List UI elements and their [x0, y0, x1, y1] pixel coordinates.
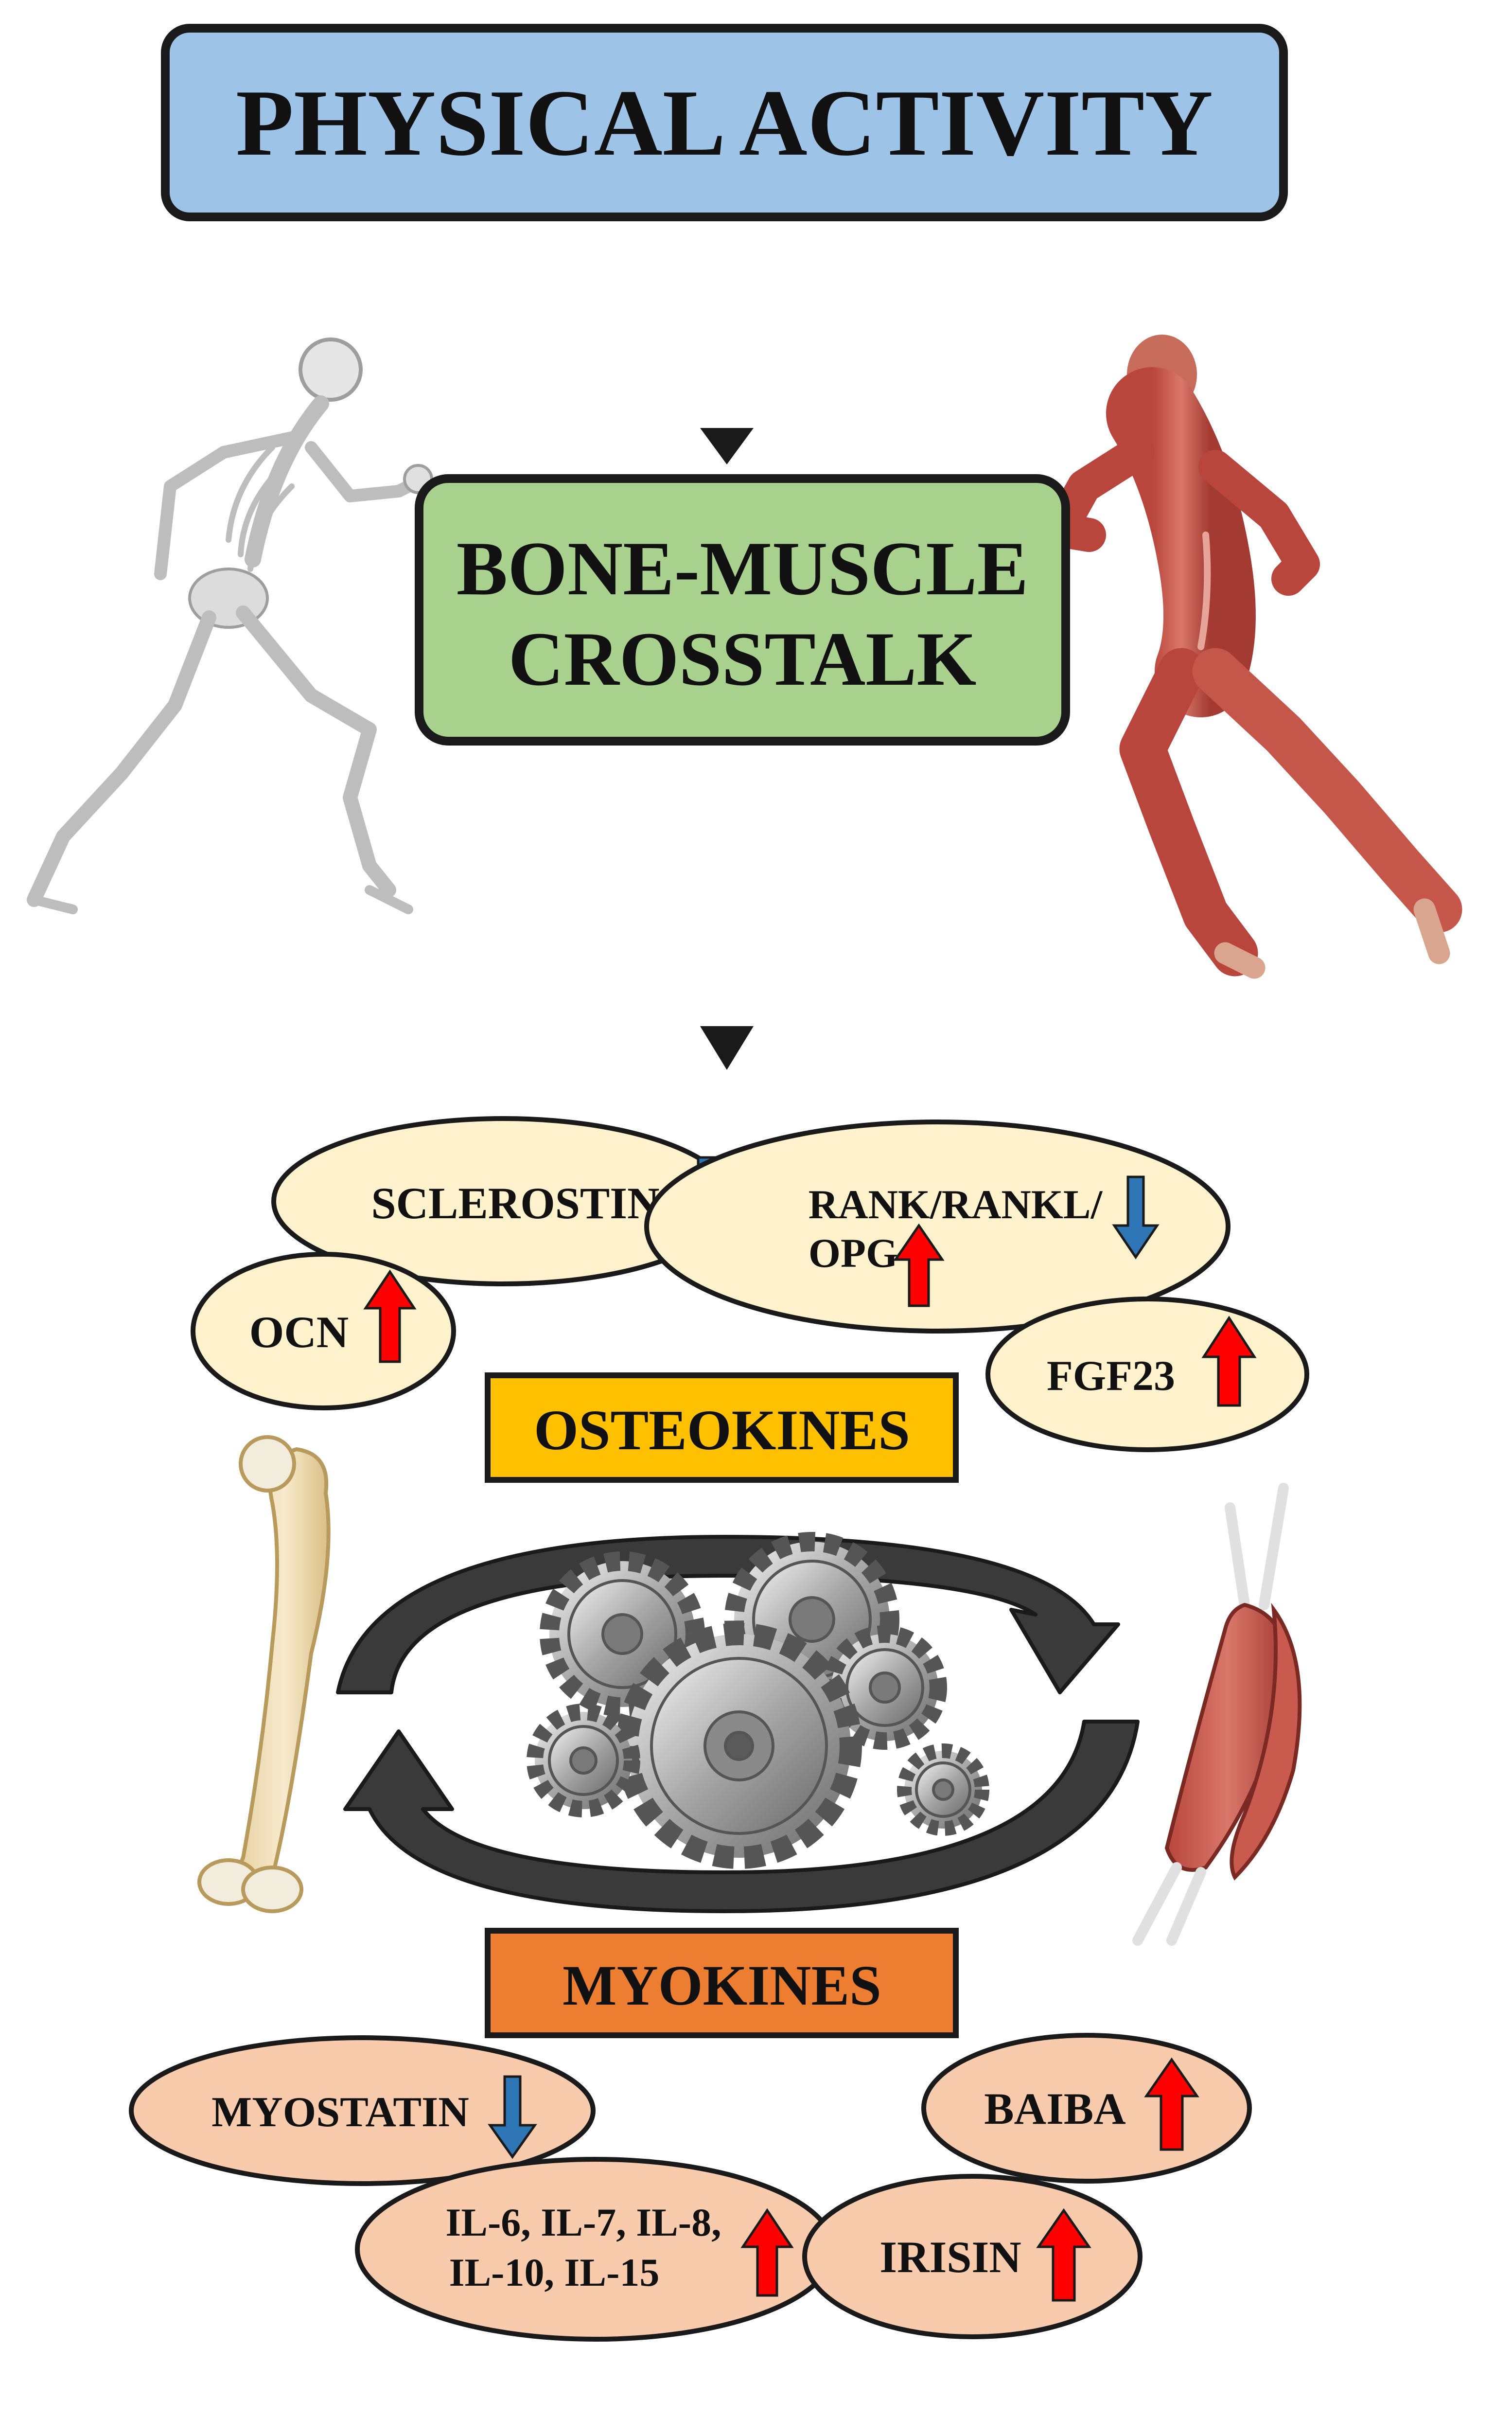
- muscle-runner-icon: [1043, 335, 1462, 979]
- myokines-label: MYOKINES: [563, 1954, 881, 2017]
- myokine-myostatin: MYOSTATIN: [129, 2035, 596, 2186]
- rank-rankl-label: RANK/RANKL/: [809, 1182, 1103, 1227]
- baiba-label: BAIBA: [984, 2084, 1125, 2134]
- myokine-baiba: BAIBA: [921, 2033, 1252, 2184]
- interleukins-line1: IL-6, IL-7, IL-8,: [445, 2200, 721, 2244]
- arrow-up-icon: [1201, 1316, 1257, 1407]
- osteokine-rank-rankl-opg: RANK/RANKL/ OPG: [644, 1120, 1231, 1333]
- interleukins-line2: IL-10, IL-15: [449, 2250, 660, 2294]
- osteokine-sclerostin: SCLEROSTIN: [271, 1116, 735, 1286]
- myostatin-label: MYOSTATIN: [211, 2089, 469, 2136]
- irisin-label: IRISIN: [879, 2232, 1021, 2282]
- osteokine-ocn: OCN: [191, 1252, 456, 1410]
- opg-label: OPG: [809, 1230, 898, 1276]
- title-box: PHYSICAL ACTIVITY: [161, 24, 1288, 221]
- arrow-down-icon: [1112, 1175, 1160, 1260]
- arrow-up-icon: [1144, 2057, 1199, 2151]
- cycle-arrow-top-icon: [336, 1535, 1120, 1694]
- arrow-up-icon: [363, 1269, 417, 1363]
- fgf23-label: FGF23: [1047, 1352, 1175, 1400]
- gears-icon: [527, 1532, 989, 1869]
- osteokines-label-box: OSTEOKINES: [485, 1372, 959, 1483]
- myokines-label-box: MYOKINES: [485, 1928, 959, 2038]
- osteokine-fgf23: FGF23: [985, 1297, 1309, 1452]
- femur-bone-icon: [197, 1435, 331, 1913]
- dashed-arrow-down-icon: [700, 243, 754, 464]
- dashed-arrow-down-icon: [700, 778, 754, 1070]
- sclerostin-label: SCLEROSTIN: [371, 1178, 659, 1228]
- arrow-down-icon: [488, 2075, 537, 2159]
- arrow-up-icon: [740, 2208, 794, 2297]
- arrow-up-icon: [893, 1223, 945, 1307]
- title-text: PHYSICAL ACTIVITY: [236, 71, 1213, 176]
- skeleton-runner-icon: [27, 338, 433, 914]
- ocn-label: OCN: [249, 1307, 349, 1357]
- myokine-irisin: IRISIN: [802, 2174, 1143, 2339]
- cycle-arrow-bottom-icon: [343, 1720, 1140, 1913]
- crosstalk-box: BONE-MUSCLE CROSSTALK: [415, 474, 1070, 746]
- crosstalk-line2: CROSSTALK: [509, 617, 977, 702]
- crosstalk-line1: BONE-MUSCLE: [457, 526, 1028, 611]
- myokine-interleukins: IL-6, IL-7, IL-8, IL-10, IL-15: [355, 2157, 836, 2342]
- arrow-up-icon: [1036, 2208, 1091, 2302]
- osteokines-label: OSTEOKINES: [534, 1398, 910, 1462]
- skeletal-muscle-icon: [1132, 1483, 1302, 1946]
